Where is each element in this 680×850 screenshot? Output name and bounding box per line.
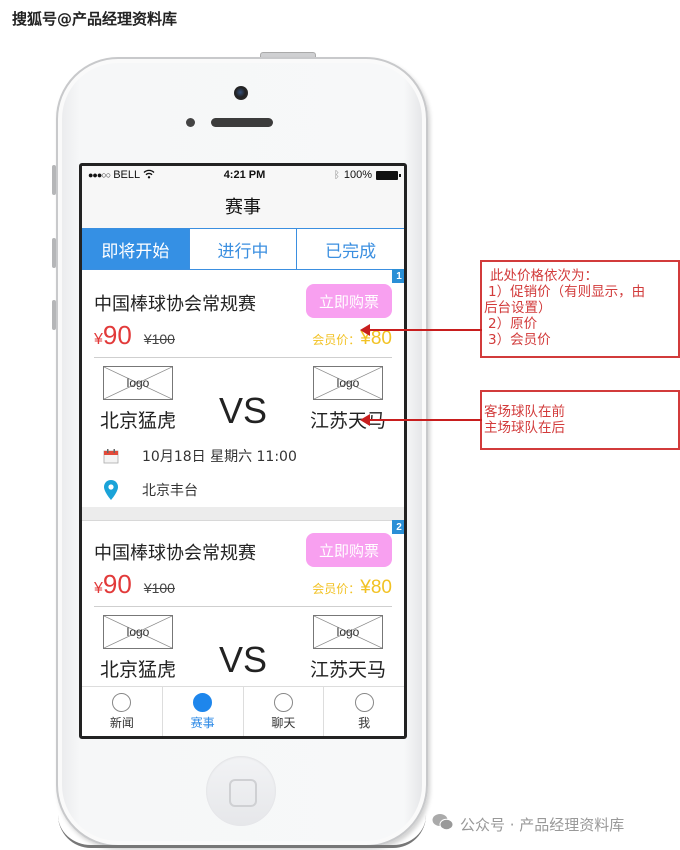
watermark-top: 搜狐号@产品经理资料库 (12, 10, 178, 28)
matchup: logo 北京猛虎 VS logo 江苏天马 (94, 607, 392, 682)
promo-price: ¥90 (94, 320, 132, 350)
event-card[interactable]: 1 中国棒球协会常规赛 立即购票 ¥90 ¥100 会员价：¥80 logo 北… (82, 269, 404, 507)
team-logo-placeholder: logo (103, 366, 173, 400)
event-status-tabs: 即将开始 进行中 已完成 (82, 228, 404, 270)
signal-icon: ●●●○○ (88, 170, 111, 180)
earpiece-speaker (211, 118, 273, 127)
front-camera (234, 86, 248, 100)
vs-label: VS (218, 638, 268, 680)
tab-completed[interactable]: 已完成 (297, 229, 404, 269)
event-datetime: 10月18日 星期六 11:00 (142, 449, 297, 465)
tabbar-news[interactable]: 新闻 (82, 687, 163, 736)
clock: 4:21 PM (223, 169, 266, 181)
annotation-number-badge: 2 (392, 520, 404, 534)
buy-ticket-button[interactable]: 立即购票 (306, 284, 392, 318)
carrier-label: BELL (113, 169, 141, 181)
annotation-team-order: 客场球队在前 主场球队在后 (480, 390, 680, 450)
event-date-row: 10月18日 星期六 11:00 (94, 439, 392, 473)
bluetooth-icon: ᛒ (333, 169, 340, 181)
team-logo-placeholder: logo (313, 615, 383, 649)
vs-label: VS (218, 389, 268, 431)
home-team: logo 江苏天马 (306, 615, 390, 682)
news-icon (112, 692, 132, 712)
original-price: ¥100 (143, 331, 175, 347)
battery-percent: 100% (343, 169, 372, 181)
tabbar-chat[interactable]: 聊天 (244, 687, 325, 736)
away-team-name: 北京猛虎 (99, 659, 176, 681)
member-price: 会员价：¥80 (312, 328, 392, 349)
location-pin-icon (102, 480, 120, 500)
calendar-icon (102, 448, 120, 464)
watermark-bottom: 公众号 · 产品经理资料库 (432, 813, 624, 835)
bottom-tab-bar: 新闻 赛事 聊天 我 (82, 686, 404, 736)
chat-icon (273, 692, 293, 712)
annotation-arrow (368, 419, 482, 421)
event-title: 中国棒球协会常规赛 (94, 294, 256, 315)
tab-in-progress[interactable]: 进行中 (189, 229, 298, 269)
annotation-number-badge: 1 (392, 269, 404, 283)
price-row: ¥90 ¥100 会员价：¥80 (94, 318, 392, 358)
battery-icon (375, 170, 401, 180)
annotation-price-order: 此处价格依次为： 1）促销价（有则显示，由 后台设置） 2）原价 3）会员价 (480, 260, 680, 358)
tab-upcoming[interactable]: 即将开始 (82, 229, 190, 269)
promo-price: ¥90 (94, 569, 132, 599)
event-location: 北京丰台 (142, 483, 198, 499)
team-logo-placeholder: logo (313, 366, 383, 400)
volume-up-button (52, 238, 56, 268)
matchup: logo 北京猛虎 VS logo 江苏天马 (94, 358, 392, 433)
wifi-icon (143, 169, 155, 182)
away-team: logo 北京猛虎 (96, 366, 180, 433)
away-team: logo 北京猛虎 (96, 615, 180, 682)
home-button[interactable] (206, 756, 276, 826)
arrow-head-icon (360, 324, 370, 336)
home-team: logo 江苏天马 (306, 366, 390, 433)
status-bar: ●●●○○ BELL 4:21 PM ᛒ 100% (82, 166, 404, 184)
home-team-name: 江苏天马 (309, 659, 386, 681)
event-title: 中国棒球协会常规赛 (94, 543, 256, 564)
events-icon (193, 692, 213, 712)
card-divider (82, 507, 404, 521)
mute-switch (52, 165, 56, 195)
proximity-sensor (186, 118, 195, 127)
member-price: 会员价：¥80 (312, 577, 392, 598)
price-row: ¥90 ¥100 会员价：¥80 (94, 567, 392, 607)
away-team-name: 北京猛虎 (99, 410, 176, 432)
buy-ticket-button[interactable]: 立即购票 (306, 533, 392, 567)
event-location-row: 北京丰台 (94, 473, 392, 507)
original-price: ¥100 (143, 580, 175, 596)
app-screen: ●●●○○ BELL 4:21 PM ᛒ 100% 赛事 即将开始 进行中 已完… (79, 163, 407, 739)
page-title: 赛事 (82, 184, 404, 228)
arrow-head-icon (360, 414, 370, 426)
tabbar-me[interactable]: 我 (324, 687, 404, 736)
event-card[interactable]: 2 中国棒球协会常规赛 立即购票 ¥90 ¥100 会员价：¥80 logo 北… (82, 520, 404, 682)
annotation-arrow (368, 329, 482, 331)
team-logo-placeholder: logo (103, 615, 173, 649)
wechat-icon (432, 813, 454, 835)
tabbar-events[interactable]: 赛事 (163, 687, 244, 736)
profile-icon (354, 692, 374, 712)
power-button (260, 52, 316, 57)
volume-down-button (52, 300, 56, 330)
